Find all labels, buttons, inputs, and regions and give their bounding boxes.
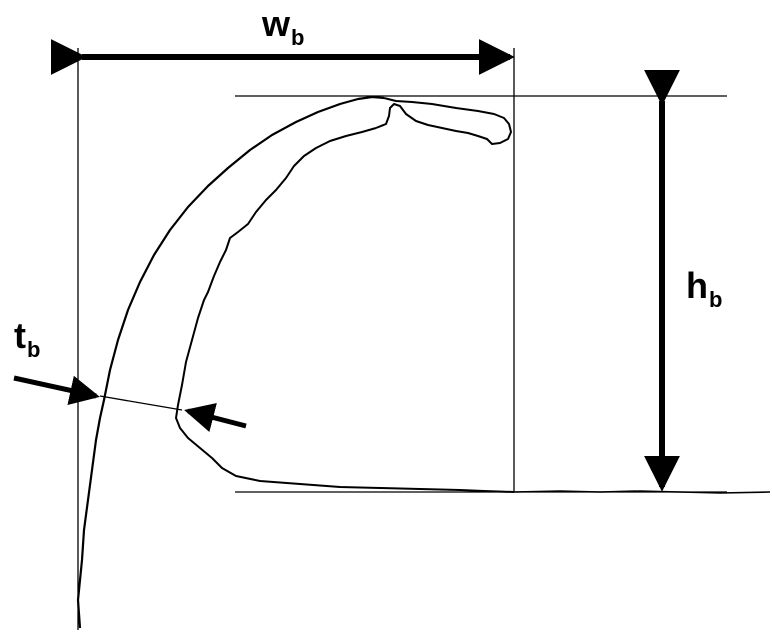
thickness-arrow-left (13, 375, 100, 406)
thickness-label-main: t (14, 315, 26, 356)
thickness-measurement-line (99, 395, 183, 411)
height-label: hb (686, 265, 722, 311)
bead-top-lobe (375, 97, 512, 145)
base-surface-line (513, 490, 771, 494)
thickness-label: tb (14, 315, 40, 361)
height-label-main: h (686, 265, 708, 306)
width-label-subscript: b (291, 25, 305, 50)
bead-inner-contour (175, 127, 515, 493)
height-label-subscript: b (709, 287, 723, 312)
bead-outer-contour (76, 95, 385, 629)
width-label-main: w (262, 3, 291, 44)
thickness-arrow-right (184, 402, 247, 433)
thickness-label-subscript: b (27, 337, 41, 362)
width-label: wb (262, 3, 304, 49)
